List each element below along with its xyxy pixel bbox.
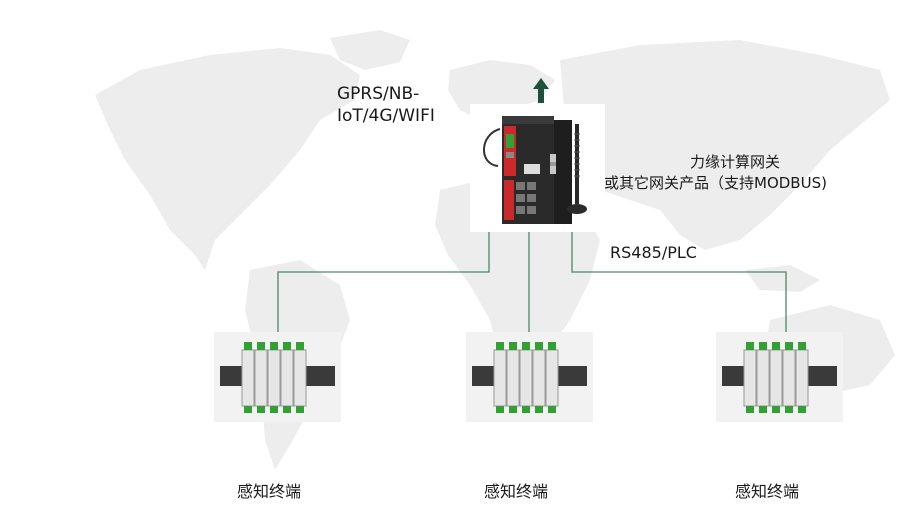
terminal-device-image <box>722 342 837 413</box>
gateway-panel <box>470 104 605 232</box>
uplink-arrow-icon <box>533 78 549 103</box>
gateway-device-image <box>483 116 587 224</box>
network-label-line-2: IoT/4G/WIFI <box>337 106 435 126</box>
terminal-module-2 <box>466 332 593 422</box>
continent-north-america <box>95 48 360 270</box>
bus-label: RS485/PLC <box>610 243 697 262</box>
continent-asia <box>560 40 890 250</box>
terminal-module-1 <box>214 332 341 422</box>
terminal-device-image <box>220 342 335 413</box>
terminal-device-image <box>472 342 587 413</box>
line-to-terminal-3 <box>571 229 787 332</box>
terminal-label-2: 感知终端 <box>484 482 549 501</box>
gateway-label-line-1: 力缘计算网关 <box>690 153 781 171</box>
continent-greenland <box>330 30 410 70</box>
line-to-terminal-1 <box>277 229 490 332</box>
terminal-label-3: 感知终端 <box>735 482 800 501</box>
terminal-label-1: 感知终端 <box>237 482 302 501</box>
gateway-label-line-2: 或其它网关产品（支持MODBUS) <box>604 174 827 192</box>
terminal-module-3 <box>716 332 843 422</box>
network-label-line-1: GPRS/NB- <box>337 84 420 104</box>
